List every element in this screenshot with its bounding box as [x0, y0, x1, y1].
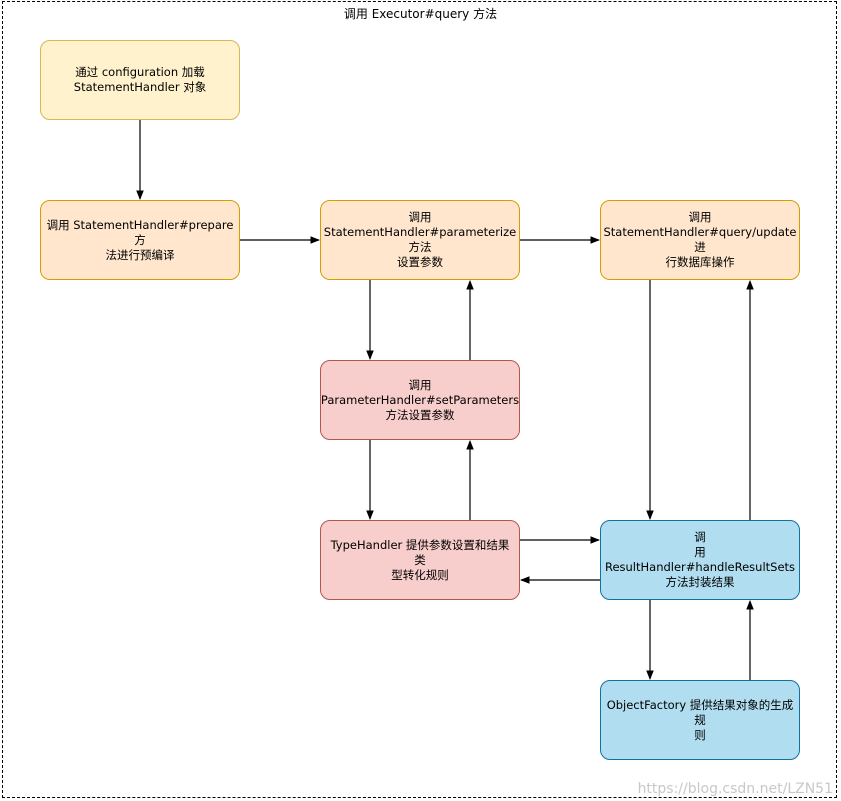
node-parameterize-label: 调用 StatementHandler#parameterize方法 设置参数 [323, 210, 517, 269]
node-result-handler-label: 调 用 ResultHandler#handleResultSets 方法封装结… [604, 530, 796, 589]
node-set-parameters-label: 调用 ParameterHandler#setParameters 方法设置参数 [320, 377, 520, 422]
node-type-handler-label: TypeHandler 提供参数设置和结果类 型转化规则 [330, 537, 510, 582]
node-result-handler: 调 用 ResultHandler#handleResultSets 方法封装结… [600, 520, 800, 600]
frame-title: 调用 Executor#query 方法 [343, 7, 498, 21]
node-query-update: 调用 StatementHandler#query/update 进 行数据库操… [600, 200, 800, 280]
node-prepare: 调用 StatementHandler#prepare 方 法进行预编译 [40, 200, 240, 280]
node-load-statement-handler-label: 通过 configuration 加载 StatementHandler 对象 [73, 65, 207, 94]
node-set-parameters: 调用 ParameterHandler#setParameters 方法设置参数 [320, 360, 520, 440]
node-object-factory: ObjectFactory 提供结果对象的生成规 则 [600, 680, 800, 760]
node-type-handler: TypeHandler 提供参数设置和结果类 型转化规则 [320, 520, 520, 600]
node-prepare-label: 调用 StatementHandler#prepare 方 法进行预编译 [46, 217, 234, 262]
node-parameterize: 调用 StatementHandler#parameterize方法 设置参数 [320, 200, 520, 280]
node-object-factory-label: ObjectFactory 提供结果对象的生成规 则 [606, 697, 794, 742]
node-query-update-label: 调用 StatementHandler#query/update 进 行数据库操… [603, 210, 797, 269]
watermark: https://blog.csdn.net/LZN51 [637, 781, 833, 797]
node-load-statement-handler: 通过 configuration 加载 StatementHandler 对象 [40, 40, 240, 120]
